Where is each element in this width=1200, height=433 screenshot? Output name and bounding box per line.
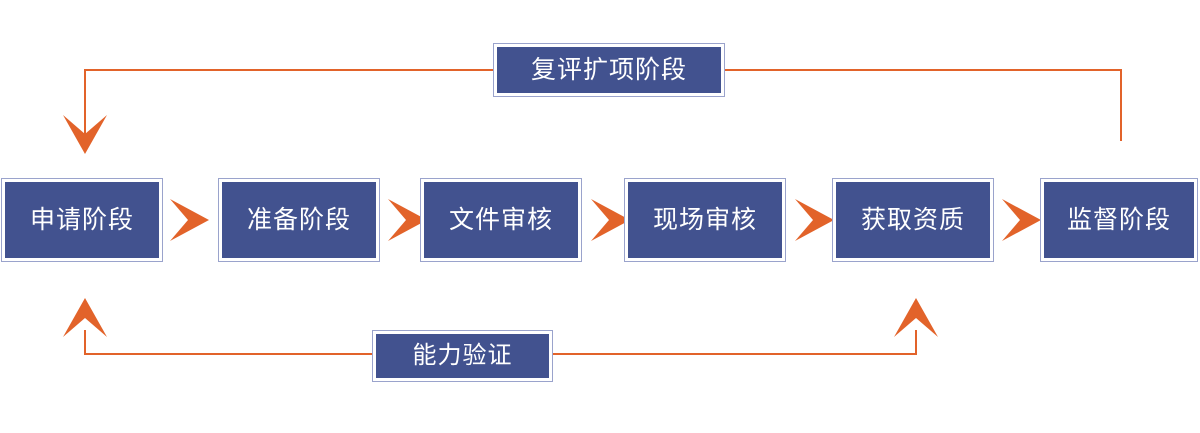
- stage-node-1-label: 申请阶段: [29, 205, 134, 234]
- arrow-down-icon: [62, 110, 108, 154]
- stage-node-2-fill: 准备阶段: [222, 182, 376, 258]
- stage-node-3-label: 文件审核: [448, 205, 553, 234]
- stage-node-6-fill: 监督阶段: [1044, 182, 1194, 258]
- stage-node-4[interactable]: 现场审核: [624, 178, 786, 262]
- chevron-right-icon-4: [793, 197, 835, 243]
- stage-node-6[interactable]: 监督阶段: [1040, 178, 1198, 262]
- loop-bottom-node-fill: 能力验证: [376, 334, 549, 378]
- stage-node-5-fill: 获取资质: [836, 182, 990, 258]
- loop-top-rail-left: [84, 69, 496, 71]
- chevron-right-icon-2: [386, 197, 428, 243]
- loop-top-node-label: 复评扩项阶段: [530, 55, 687, 84]
- chevron-right-icon-1: [168, 197, 210, 243]
- stage-node-5[interactable]: 获取资质: [832, 178, 994, 262]
- loop-top-left-drop: [84, 69, 86, 139]
- arrow-up-icon-right: [893, 298, 939, 342]
- loop-bottom-left-riser: [84, 330, 86, 355]
- loop-bottom-rail-left: [84, 353, 373, 355]
- loop-bottom-rail-right: [552, 353, 917, 355]
- stage-node-2-label: 准备阶段: [246, 205, 351, 234]
- stage-node-2[interactable]: 准备阶段: [218, 178, 380, 262]
- loop-bottom-node-label: 能力验证: [412, 342, 513, 369]
- loop-top-rail-right: [724, 69, 1122, 71]
- stage-node-1-fill: 申请阶段: [5, 182, 159, 258]
- chevron-right-icon-5: [1000, 197, 1042, 243]
- stage-node-5-label: 获取资质: [860, 205, 965, 234]
- chevron-right-icon-3: [589, 197, 631, 243]
- arrow-up-icon-left: [62, 298, 108, 342]
- loop-bottom-right-riser: [915, 330, 917, 355]
- loop-top-node-fill: 复评扩项阶段: [497, 47, 721, 93]
- stage-node-3-fill: 文件审核: [424, 182, 578, 258]
- stage-node-4-fill: 现场审核: [628, 182, 782, 258]
- loop-top-right-riser: [1120, 70, 1122, 141]
- stage-node-1[interactable]: 申请阶段: [1, 178, 163, 262]
- stage-node-3[interactable]: 文件审核: [420, 178, 582, 262]
- loop-top-node[interactable]: 复评扩项阶段: [493, 43, 725, 97]
- loop-bottom-node[interactable]: 能力验证: [372, 330, 553, 382]
- stage-node-6-label: 监督阶段: [1066, 205, 1171, 234]
- stage-node-4-label: 现场审核: [652, 205, 757, 234]
